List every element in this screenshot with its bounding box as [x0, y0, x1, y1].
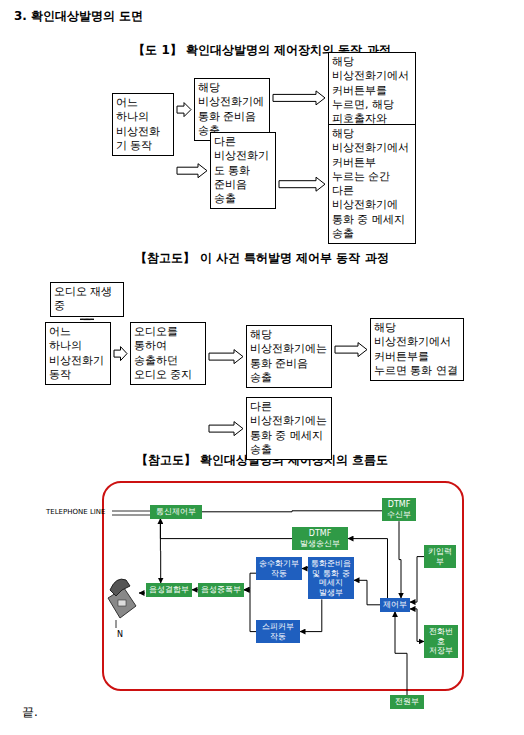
process-box: 어느 하나의 비상전화기 동작: [112, 93, 174, 156]
text: 스피커부 작동: [258, 622, 298, 641]
block-box: 제어부: [380, 598, 410, 612]
flow-arrow: [177, 103, 191, 117]
flow-arrow: [177, 164, 207, 178]
text: 통신제어부: [152, 507, 200, 517]
block-box: 음성증폭부: [198, 583, 244, 597]
figure-heading: 【참고도】 이 사건 특허발명 제어부 동작 과정: [0, 250, 524, 267]
process-box: 어느 하나의 비상전화기 동작: [45, 322, 111, 385]
text: 제어부: [382, 600, 408, 610]
text: 키입력부: [426, 547, 454, 566]
text: TELEPHONE LINE: [46, 508, 106, 516]
text: 3. 확인대상발명의 도면: [14, 8, 143, 25]
block-box: 통화준비음 및 통화 중 메세지 발생부: [308, 557, 354, 599]
telephone-wire: [112, 515, 150, 516]
telephone-wire: [112, 511, 150, 512]
signal-line: [244, 573, 256, 590]
signal-line: [160, 519, 161, 583]
text: 끝.: [22, 704, 38, 721]
process-box: 해당 비상전화기에서 커버튼부를 누르면 통화 연결: [370, 318, 464, 381]
text: 음성결합부: [148, 585, 190, 595]
flow-arrow: [335, 343, 367, 357]
text: 음성증폭부: [200, 585, 242, 595]
process-box: 다른 비상전화기도 통화 준비음 송출: [210, 132, 276, 209]
signal-line: [410, 609, 424, 642]
symbol-mark: N: [117, 630, 123, 639]
text: 오디오 재생 중: [54, 285, 120, 314]
text: DTMF 발생송신부: [294, 529, 346, 548]
text: 【참고도】 이 사건 특허발명 제어부 동작 과정: [0, 250, 524, 267]
flow-arrow: [279, 177, 325, 191]
flow-arrow: [209, 422, 243, 436]
block-box: 전원부: [390, 695, 424, 709]
process-box: 해당 비상전화기에서 커버튼부 누르는 순간 다른 비상전화기에 통화 중 메세…: [328, 124, 416, 244]
block-box: 송수화기부 작동: [256, 557, 302, 580]
signal-line: [410, 557, 424, 603]
signal-name: TELEPHONE LINE: [46, 508, 106, 516]
flow-arrow: [273, 91, 325, 105]
page-title: 3. 확인대상발명의 도면: [14, 8, 143, 25]
flow-arrow: [114, 347, 127, 361]
text: 해당 비상전화기에 통화 준비음 송출: [198, 81, 266, 138]
block-box: 키입력부: [424, 545, 456, 568]
text: 【도 1】 확인대상발명의 제어장치의 동작 과정: [0, 42, 524, 59]
process-box: 오디오 재생 중: [50, 282, 124, 317]
text: N: [117, 630, 123, 639]
block-box: 음성결합부: [146, 583, 192, 597]
device-outline: [103, 482, 463, 690]
telephone-symbol: [108, 579, 136, 628]
text: 해당 비상전화기에는 통화 준비음 송출: [250, 328, 328, 385]
signal-line: [160, 519, 292, 539]
signal-line: [399, 521, 401, 598]
text: 오디오를 통하여 송출하던 오디오 중지: [134, 325, 202, 382]
signal-line: [202, 511, 382, 512]
process-box: 해당 비상전화기에는 통화 준비음 송출: [246, 325, 332, 388]
process-box: 오디오를 통하여 송출하던 오디오 중지: [130, 322, 206, 385]
block-box: DTMF 발생송신부: [292, 527, 348, 550]
phone-lead: [139, 593, 145, 594]
figure-heading: 【도 1】 확인대상발명의 제어장치의 동작 과정: [0, 42, 524, 59]
text: 전원부: [392, 697, 422, 707]
text: 해당 비상전화기에서 커버튼부를 누르면 통화 연결: [374, 321, 460, 378]
text: 해당 비상전화기에서 커버튼부 누르는 순간 다른 비상전화기에 통화 중 메세…: [332, 127, 412, 241]
signal-line: [354, 580, 380, 605]
end-mark: 끝.: [22, 704, 38, 721]
flow-arrow: [209, 350, 243, 364]
block-box: 스피커부 작동: [256, 620, 300, 643]
block-box: 전화번호 저장부: [424, 625, 458, 658]
signal-line: [244, 590, 256, 632]
text: 다른 비상전화기도 통화 준비음 송출: [214, 135, 272, 206]
block-box: DTMF 수신부: [382, 498, 416, 521]
signal-line: [300, 599, 322, 631]
text: 송수화기부 작동: [258, 559, 300, 578]
text: DTMF 수신부: [384, 500, 414, 519]
signal-line: [395, 612, 407, 695]
text: 전화번호 저장부: [426, 627, 456, 656]
flow-arrow: [80, 319, 94, 321]
text: 어느 하나의 비상전화기 동작: [116, 96, 170, 153]
text: 통화준비음 및 통화 중 메세지 발생부: [310, 559, 352, 597]
text: 어느 하나의 비상전화기 동작: [49, 325, 107, 382]
block-box: 통신제어부: [150, 505, 202, 519]
process-box: 다른 비상전화기에는 통화 중 메세지 송출: [246, 397, 332, 460]
text: 다른 비상전화기에는 통화 중 메세지 송출: [250, 400, 328, 457]
